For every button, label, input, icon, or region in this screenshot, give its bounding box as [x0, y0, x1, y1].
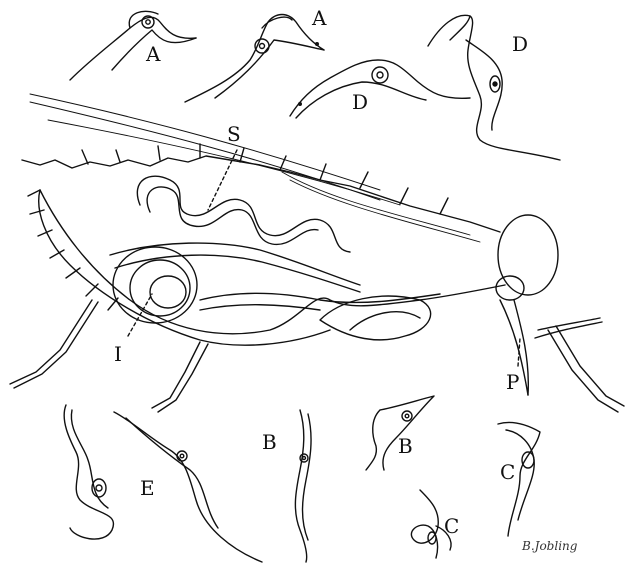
label-a-left: A: [146, 44, 160, 64]
leader-i: [128, 294, 152, 336]
label-e: E: [140, 478, 155, 498]
label-p: P: [506, 372, 519, 392]
label-d-middle: D: [352, 92, 368, 112]
trypanosome-a-left: [70, 11, 196, 80]
label-s: S: [227, 124, 241, 144]
trypanosome-b-left: [295, 410, 311, 562]
thoracic-muscles: [282, 172, 480, 340]
label-i: I: [114, 344, 122, 364]
fly-body: [22, 94, 602, 395]
trypanosome-d-right: [428, 15, 560, 160]
trypanosome-e-right: [114, 412, 262, 562]
label-b-right: B: [398, 436, 413, 456]
label-a-right: A: [312, 8, 326, 28]
trypanosome-a-right: [185, 15, 324, 103]
legs: [10, 300, 624, 412]
leader-p: [518, 338, 520, 366]
trypanosome-d-middle: [290, 60, 470, 118]
trypanosome-e-left: [64, 405, 113, 539]
intestinal-coils: [110, 243, 440, 323]
label-c-middle: C: [444, 516, 459, 536]
label-d-right: D: [512, 34, 528, 54]
label-c-right: C: [500, 462, 515, 482]
label-b-left: B: [262, 432, 277, 452]
trypanosome-b-right: [366, 396, 434, 470]
salivary-coils: [137, 176, 350, 252]
artist-signature: B.Jobling: [522, 540, 577, 552]
